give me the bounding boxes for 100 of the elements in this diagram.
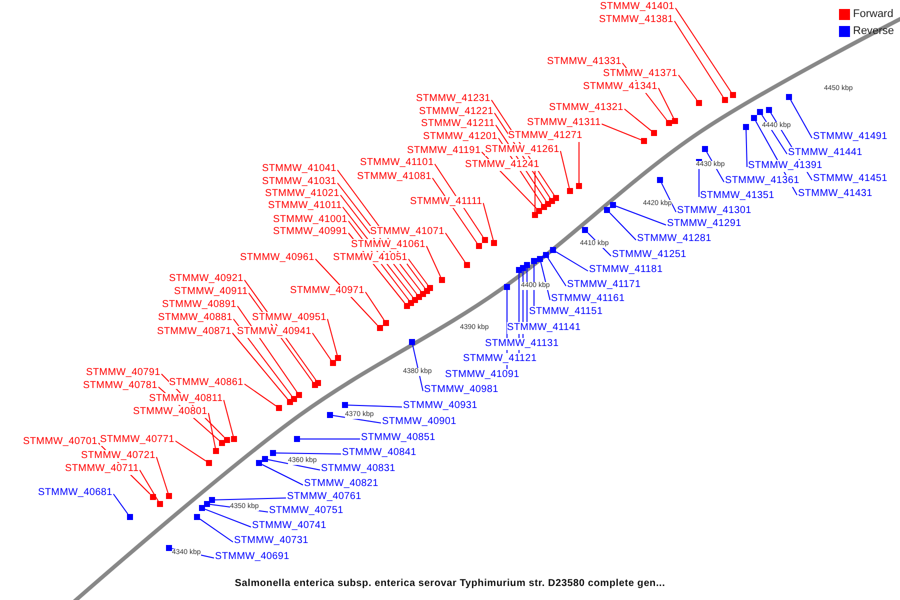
gene-block: [199, 505, 205, 511]
gene-label: STMMW_41241: [465, 159, 540, 171]
gene-label: STMMW_41181: [589, 264, 663, 276]
gene-label: STMMW_41231: [416, 93, 490, 105]
gene-label: STMMW_40731: [234, 535, 308, 547]
gene-label: STMMW_41361: [725, 175, 800, 187]
gene-label: STMMW_40691: [215, 551, 290, 563]
gene-block: [166, 493, 172, 499]
gene-label: STMMW_41051: [333, 252, 408, 264]
gene-label: STMMW_40931: [403, 400, 478, 412]
leader-line: [300, 438, 360, 440]
gene-label: STMMW_41381: [599, 14, 674, 26]
gene-label: STMMW_40791: [86, 367, 160, 379]
gene-label: STMMW_40891: [162, 299, 236, 311]
gene-label: STMMW_41341: [583, 81, 658, 93]
leader-line: [408, 258, 428, 286]
gene-block: [194, 514, 200, 520]
gene-block: [504, 284, 510, 290]
gene-block: [377, 325, 383, 331]
gene-block: [330, 360, 336, 366]
gene-label: STMMW_41301: [677, 205, 752, 217]
leader-line: [482, 202, 494, 240]
gene-label: STMMW_41441: [788, 147, 862, 159]
gene-block: [532, 212, 538, 218]
gene-label: STMMW_40981: [424, 384, 498, 396]
gene-label: STMMW_41161: [551, 293, 625, 305]
gene-label: STMMW_41091: [445, 369, 520, 381]
gene-block: [213, 448, 219, 454]
gene-label: STMMW_40821: [304, 478, 378, 490]
gene-block: [672, 118, 678, 124]
gene-block: [567, 188, 573, 194]
leader-line: [364, 292, 384, 320]
gene-label: STMMW_41141: [507, 322, 581, 334]
leader-line: [200, 518, 234, 542]
gene-label: STMMW_41121: [463, 353, 537, 365]
gene-block: [696, 100, 702, 106]
gene-label: STMMW_40711: [65, 463, 139, 475]
gene-block: [270, 450, 276, 456]
gene-label: STMMW_41011: [268, 200, 342, 212]
gene-block: [206, 460, 212, 466]
gene-label: STMMW_41061: [351, 239, 426, 251]
gene-block: [604, 207, 610, 213]
gene-label: STMMW_40901: [382, 416, 456, 428]
leader-line: [236, 306, 298, 392]
gene-block: [204, 501, 210, 507]
gene-block: [482, 237, 488, 243]
gene-block: [404, 303, 410, 309]
gene-label: STMMW_41111: [410, 196, 482, 208]
gene-block: [576, 183, 582, 189]
legend-label: Forward: [853, 8, 894, 21]
leader-line: [262, 464, 304, 486]
gene-label: STMMW_41221: [419, 106, 494, 118]
gene-label: STMMW_41391: [748, 160, 822, 172]
gene-label: STMMW_40861: [169, 377, 244, 389]
gene-block: [730, 92, 736, 98]
leader-line: [547, 258, 566, 286]
gene-label: STMMW_40851: [361, 432, 436, 444]
gene-label: STMMW_41401: [600, 1, 674, 13]
gene-block: [582, 227, 588, 233]
gene-label: STMMW_40801: [133, 406, 208, 418]
leader-line: [678, 74, 698, 100]
gene-label: STMMW_41191: [407, 145, 481, 157]
gene-label: STMMW_40941: [237, 326, 312, 338]
gene-label: STMMW_41171: [567, 279, 641, 291]
gene-label: STMMW_41081: [357, 171, 432, 183]
leader-line: [174, 440, 206, 462]
gene-label: STMMW_41001: [273, 214, 348, 226]
gene-block: [312, 382, 318, 388]
leader-line: [616, 206, 666, 226]
gene-block: [541, 204, 547, 210]
caption: Salmonella enterica subsp. enterica serovar Typhimurium str. D23580 complete gen...: [234, 578, 666, 589]
leader-line: [661, 182, 676, 212]
gene-label: STMMW_41331: [547, 56, 622, 68]
leader-line: [348, 404, 402, 408]
gene-label: STMMW_40771: [100, 434, 174, 446]
gene-label: STMMW_41131: [485, 338, 559, 350]
leader-line: [674, 20, 724, 98]
leader-line: [112, 494, 128, 514]
gene-label: STMMW_40761: [287, 491, 362, 503]
leader-line: [268, 459, 320, 470]
gene-label: STMMW_41071: [370, 226, 444, 238]
leader-line: [658, 88, 674, 118]
gene-label: STMMW_40721: [81, 450, 156, 462]
gene-block: [757, 109, 763, 115]
gene-label: STMMW_40961: [240, 252, 314, 264]
gene-label: STMMW_40841: [342, 447, 416, 459]
gene-block: [231, 436, 237, 442]
gene-block: [537, 256, 543, 262]
gene-label: STMMW_41281: [637, 233, 712, 245]
gene-block: [256, 460, 262, 466]
gene-block: [531, 258, 537, 264]
leader-line: [412, 344, 424, 392]
gene-label: STMMW_40741: [252, 520, 326, 532]
leader-line: [244, 384, 276, 406]
gene-block: [209, 497, 215, 503]
gene-label: STMMW_41431: [798, 188, 872, 200]
gene-block: [127, 514, 133, 520]
gene-label: STMMW_40991: [273, 226, 348, 238]
gene-block: [224, 437, 230, 443]
gene-block: [516, 267, 522, 273]
